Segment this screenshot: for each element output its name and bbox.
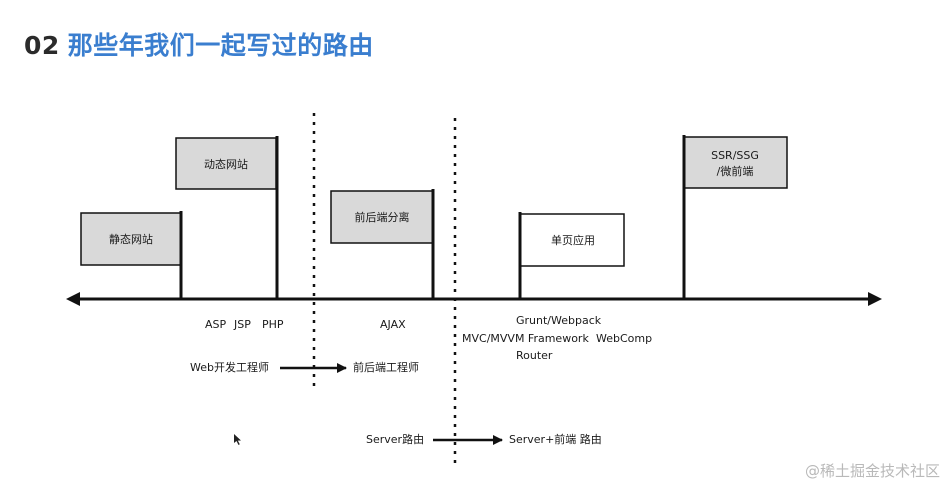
flag-spa-label: 单页应用	[551, 233, 595, 247]
tech-ajax: AJAX	[380, 318, 406, 331]
routing-server: Server路由	[366, 432, 424, 446]
mouse-cursor-icon	[234, 434, 241, 445]
flag-fe-be-split-label: 前后端分离	[355, 210, 410, 224]
tech-grunt-webpack: Grunt/Webpack	[516, 314, 602, 327]
tech-asp: ASP	[205, 318, 227, 331]
tech-webcomp: WebComp	[596, 332, 652, 345]
flag-dynamic-site-label: 动态网站	[204, 157, 248, 171]
flag-ssr-line2: /微前端	[717, 164, 754, 178]
tech-php: PHP	[262, 318, 284, 331]
flag-static-site: 静态网站	[80, 211, 183, 299]
tech-mvc-mvvm: MVC/MVVM Framework	[462, 332, 589, 345]
flag-dynamic-site: 动态网站	[175, 136, 279, 299]
tech-router: Router	[516, 349, 553, 362]
routing-server-plus-frontend: Server+前端 路由	[509, 432, 602, 446]
tech-jsp: JSP	[233, 318, 251, 331]
axis-right-arrowhead	[868, 292, 882, 306]
flag-static-site-label: 静态网站	[109, 232, 153, 246]
flag-ssr-ssg: SSR/SSG /微前端	[682, 135, 788, 299]
role-fe-be-engineer: 前后端工程师	[353, 360, 419, 374]
axis-left-arrowhead	[66, 292, 80, 306]
role-web-developer: Web开发工程师	[190, 360, 269, 374]
watermark: @稀土掘金技术社区	[804, 462, 940, 480]
slide-title-text: 那些年我们一起写过的路由	[67, 31, 374, 60]
flag-fe-be-split: 前后端分离	[330, 189, 435, 299]
slide-number: 02	[24, 31, 60, 60]
flag-spa: 单页应用	[518, 212, 625, 299]
timeline-axis	[66, 292, 882, 306]
flag-ssr-line1: SSR/SSG	[711, 149, 759, 162]
